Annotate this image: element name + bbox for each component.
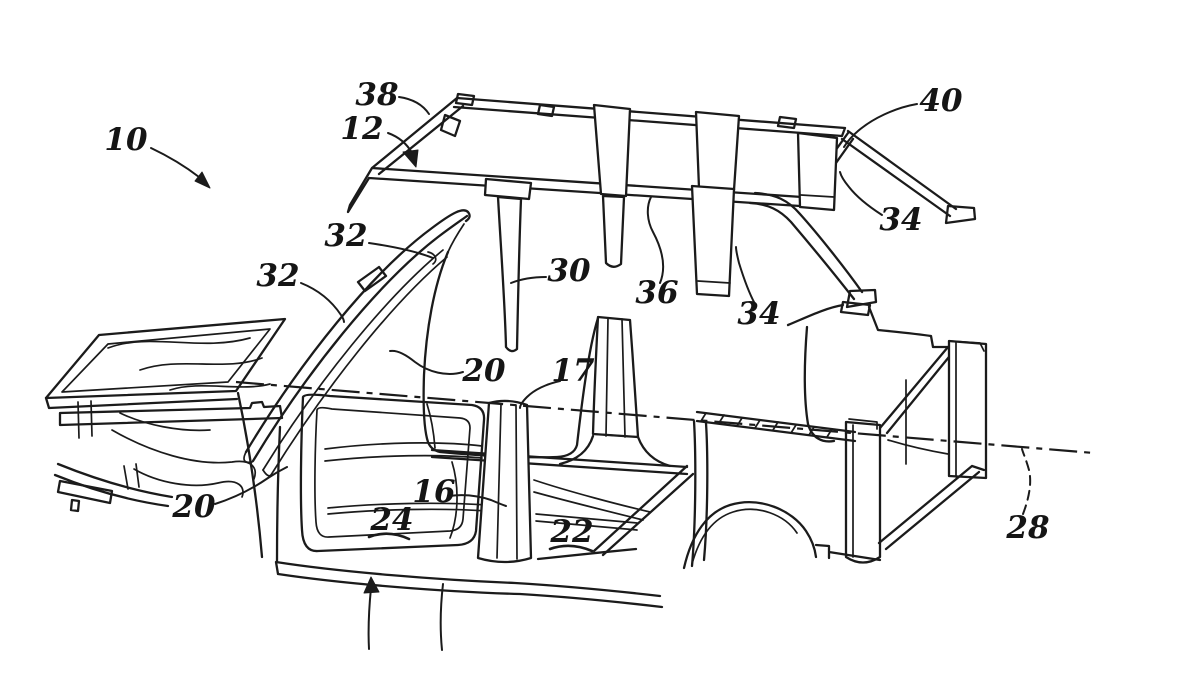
ref-label-30: 30 [547,253,591,289]
ref-label-32-left: 32 [256,258,299,294]
windshield-opening [422,250,600,459]
floor-lines [327,461,489,539]
wheel-arch [682,501,818,570]
leader-36 [646,196,664,284]
sport-bar [748,129,977,309]
ref-label-20-center: 20 [461,353,506,389]
underbody-arrow [363,576,380,594]
ref-label-38: 38 [355,77,398,113]
strap-34-middle [690,184,736,298]
ref-label-36: 36 [635,275,678,311]
ref-label-34-right: 34 [879,202,922,238]
rocker-panel [274,560,664,609]
leader-34-right [839,171,883,216]
leader-32-upper [368,242,434,259]
inner-pillar-post [591,315,640,439]
rear-door-opening [533,464,695,561]
leader-20-center [389,349,464,375]
tailgate-frame-bar [947,339,988,480]
seat-riser-lines [324,403,483,462]
b-pillar [476,399,533,564]
ref-label-40: 40 [919,83,963,119]
front-cowl [44,317,287,559]
ref-label-16: 16 [412,474,455,510]
underbody-pointers [363,576,444,651]
c-pillar-brace [592,464,695,557]
body-tub [44,223,882,609]
leader-40 [843,103,918,148]
leader-20-left [214,466,288,505]
ref-label-24: 24 [369,502,413,538]
leader-10 [150,147,200,178]
leader-28 [1021,448,1032,515]
ref-label-10: 10 [104,122,148,158]
underline-22 [548,544,594,553]
windshield-hinge-block [356,265,388,293]
arrowhead-12 [402,149,419,168]
leader-32-left [300,282,345,323]
leader-34-middle [735,246,756,305]
ref-label-32-upper: 32 [324,218,367,254]
roof-frame [346,92,977,353]
cross-member-front [592,103,632,198]
roof-frame-tabs [439,92,798,138]
quarter-panel [682,410,882,570]
ref-label-20-left: 20 [171,489,216,525]
leader-lines [150,96,1032,515]
leader-17 [519,380,561,409]
ref-label-12: 12 [340,111,383,147]
strap-34-right [796,131,839,212]
rear-corner-post [844,420,882,564]
rear-body-section [786,300,988,564]
reference-labels: 10 38 12 40 34 32 32 30 36 34 20 17 20 1… [104,77,1050,553]
front-door-opening [275,393,489,563]
cross-member-rear [694,110,741,192]
ref-label-28: 28 [1005,510,1049,546]
ref-label-34-middle: 34 [737,296,780,332]
arrowhead-10 [194,171,211,189]
underline-24 [367,532,411,541]
strap-30 [496,195,523,353]
windshield-frame [243,209,471,477]
leader-30 [510,276,547,284]
ref-label-17: 17 [551,353,595,389]
strap-30-bracket [483,177,533,201]
cowl-bar [58,400,284,427]
leader-16 [448,494,507,507]
ref-label-22: 22 [549,514,593,550]
leader-38 [398,96,430,115]
